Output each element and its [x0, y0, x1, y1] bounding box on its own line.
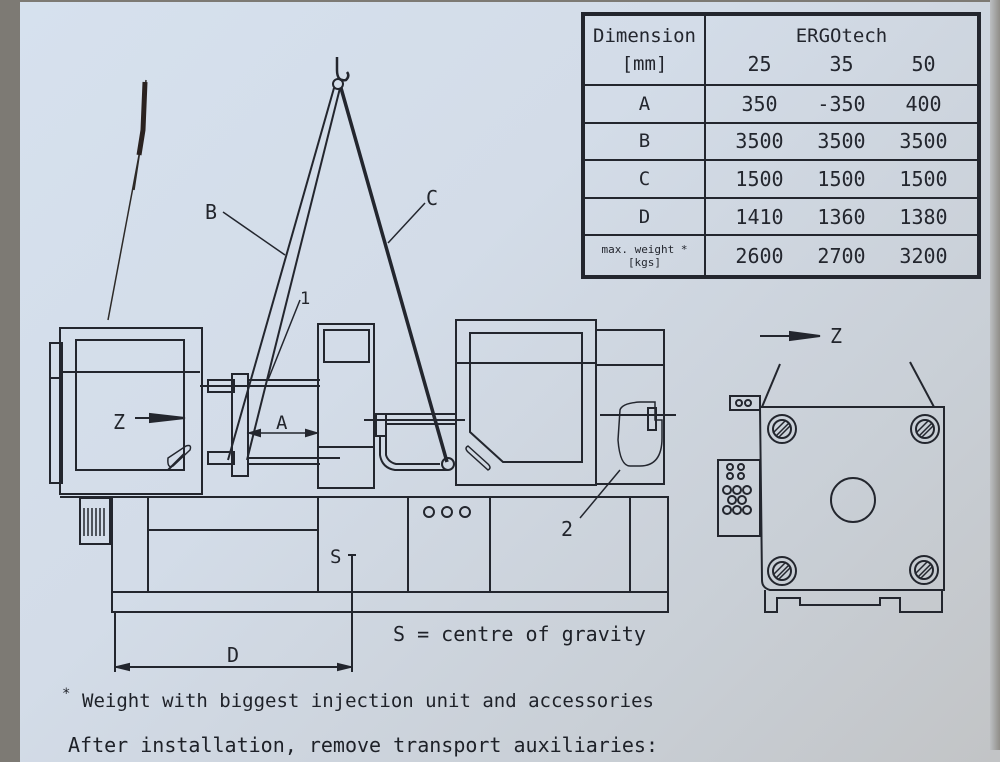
cell: 2600	[735, 243, 784, 268]
view-z-arrow-icon	[135, 412, 186, 424]
cell: 3500	[899, 129, 948, 154]
label-c: C	[426, 186, 438, 210]
table-row-a: A 350 -350 400	[583, 84, 979, 124]
cell: 1500	[817, 167, 866, 192]
installation-instruction: After installation, remove transport aux…	[68, 733, 659, 757]
table-row-d: D 1410 1360 1380	[583, 196, 979, 237]
indicator-lamp	[459, 506, 471, 518]
label-s: S	[330, 546, 341, 568]
cell: 1500	[899, 167, 948, 192]
row-label: C	[583, 159, 706, 199]
header-unit-label: [mm]	[621, 53, 668, 75]
cell: 350	[741, 91, 778, 116]
leader-c	[387, 202, 426, 244]
cell: 3500	[735, 129, 784, 154]
tie-bar-section-icon	[767, 414, 940, 586]
weight-unit: [kgs]	[627, 255, 662, 269]
cell: 3200	[899, 243, 948, 268]
cell: 1360	[817, 204, 866, 229]
size-25: 25	[747, 52, 772, 76]
clamping-unit	[49, 327, 203, 545]
cell: -350	[817, 91, 866, 116]
cell: 1380	[899, 204, 948, 229]
leader-2	[579, 469, 621, 519]
row-label-weight: max. weight * [kgs]	[583, 234, 706, 277]
dimension-d-line	[114, 612, 353, 672]
injection-unit	[455, 319, 676, 486]
table-row-b: B 3500 3500 3500	[583, 121, 979, 162]
row-label: D	[583, 196, 706, 237]
leader-b	[222, 211, 286, 256]
indicator-lamp	[423, 506, 435, 518]
label-b: B	[205, 200, 217, 224]
indicator-lamp	[441, 506, 453, 518]
weight-footnote: Weight with biggest injection unit and a…	[82, 690, 654, 712]
injection-nozzle	[364, 413, 465, 471]
dimension-table: Dimension [mm] ERGOtech 25 35 50 A 350 -350…	[581, 12, 981, 279]
footnote-marker: *	[62, 686, 71, 702]
table-row-c: C 1500 1500 1500	[583, 159, 979, 199]
gravity-legend: S = centre of gravity	[393, 622, 646, 646]
crane-hook-icon	[332, 57, 350, 90]
label-a: A	[276, 412, 288, 434]
weight-label: max. weight *	[601, 242, 688, 256]
label-z-end: Z	[830, 324, 842, 348]
tie-bars	[200, 373, 340, 477]
table-row-weight: max. weight * [kgs] 2600 2700 3200	[583, 234, 979, 277]
label-2: 2	[561, 517, 573, 541]
table-header-model: ERGOtech 25 35 50	[704, 14, 979, 86]
cell: 1500	[735, 167, 784, 192]
cell: 2700	[817, 243, 866, 268]
header-dimension-label: Dimension	[593, 25, 696, 47]
row-label: B	[583, 121, 706, 162]
table-header-dimension: Dimension [mm]	[583, 14, 706, 86]
cell: 1410	[735, 204, 784, 229]
size-headers: 25 35 50	[706, 50, 977, 78]
size-35: 35	[829, 52, 854, 76]
cell: 3500	[817, 129, 866, 154]
model-name: ERGOtech	[795, 25, 888, 47]
scratch-mark	[107, 79, 147, 321]
end-view	[717, 330, 945, 613]
size-50: 50	[911, 52, 936, 76]
control-cabinet	[317, 323, 375, 489]
label-d: D	[227, 643, 239, 667]
cell: 400	[905, 91, 942, 116]
label-z-side: Z	[113, 410, 125, 434]
placard-edge	[990, 0, 1000, 750]
machine-base	[60, 496, 669, 613]
sling-b	[227, 87, 341, 461]
leader-1	[267, 299, 301, 381]
stain-mark	[136, 81, 148, 156]
row-label: A	[583, 84, 706, 124]
sling-c	[339, 87, 449, 463]
label-1: 1	[300, 289, 310, 309]
